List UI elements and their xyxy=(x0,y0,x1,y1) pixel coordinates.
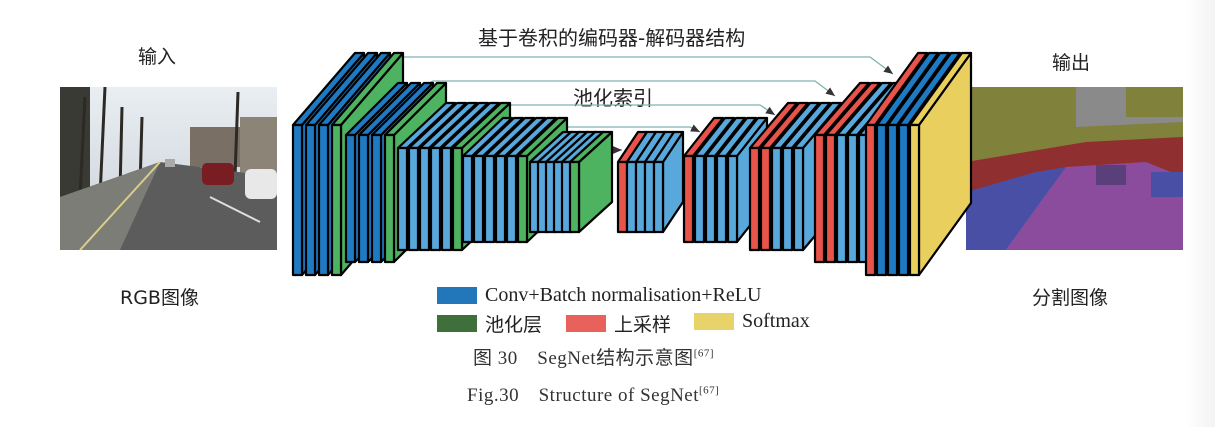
pool-index-label: 池化索引 xyxy=(573,86,653,110)
segnet-architecture xyxy=(291,51,973,277)
legend-label-softmax: Softmax xyxy=(742,310,810,332)
layer-pool-block5-6 xyxy=(568,130,614,234)
caption-en-ref: [67] xyxy=(699,384,720,397)
legend-swatch-conv xyxy=(437,287,477,304)
legend-swatch-pool xyxy=(437,315,477,332)
legend-swatch-upsample xyxy=(566,315,606,332)
legend-label-pool: 池化层 xyxy=(485,314,543,336)
diagram-title: 基于卷积的编码器-解码器结构 xyxy=(478,26,746,50)
legend-swatch-softmax xyxy=(694,313,734,330)
legend-item-conv: Conv+Batch normalisation+ReLU xyxy=(437,284,761,307)
input-caption: RGB图像 xyxy=(120,287,199,309)
legend-item-softmax: Softmax xyxy=(694,310,810,333)
output-heading: 输出 xyxy=(1052,52,1091,74)
legend-item-pool: 池化层 xyxy=(437,310,542,337)
output-segmentation-image xyxy=(966,87,1183,250)
pool-index-arrow-1 xyxy=(369,56,894,79)
caption-en-text: Fig.30 Structure of SegNet xyxy=(467,385,700,406)
legend-label-conv: Conv+Batch normalisation+ReLU xyxy=(485,284,762,306)
input-heading: 输入 xyxy=(138,46,177,68)
legend-item-upsample: 上采样 xyxy=(566,310,671,337)
layer-conv-block6-5 xyxy=(652,130,685,234)
caption-cn-text: 图 30 SegNet结构示意图 xyxy=(473,348,694,369)
pool-index-arrow-2 xyxy=(409,80,836,97)
page-edge-shadow xyxy=(1185,0,1215,427)
figure-caption-cn: 图 30 SegNet结构示意图[67] xyxy=(473,343,714,370)
output-caption: 分割图像 xyxy=(1032,287,1109,309)
layer-softmax-block10-5 xyxy=(908,51,973,277)
input-rgb-image xyxy=(60,87,277,250)
figure-caption-en: Fig.30 Structure of SegNet[67] xyxy=(467,380,719,407)
pool-index-arrow-3 xyxy=(466,104,776,116)
legend-label-upsample: 上采样 xyxy=(614,314,672,336)
caption-cn-ref: [67] xyxy=(693,347,715,360)
